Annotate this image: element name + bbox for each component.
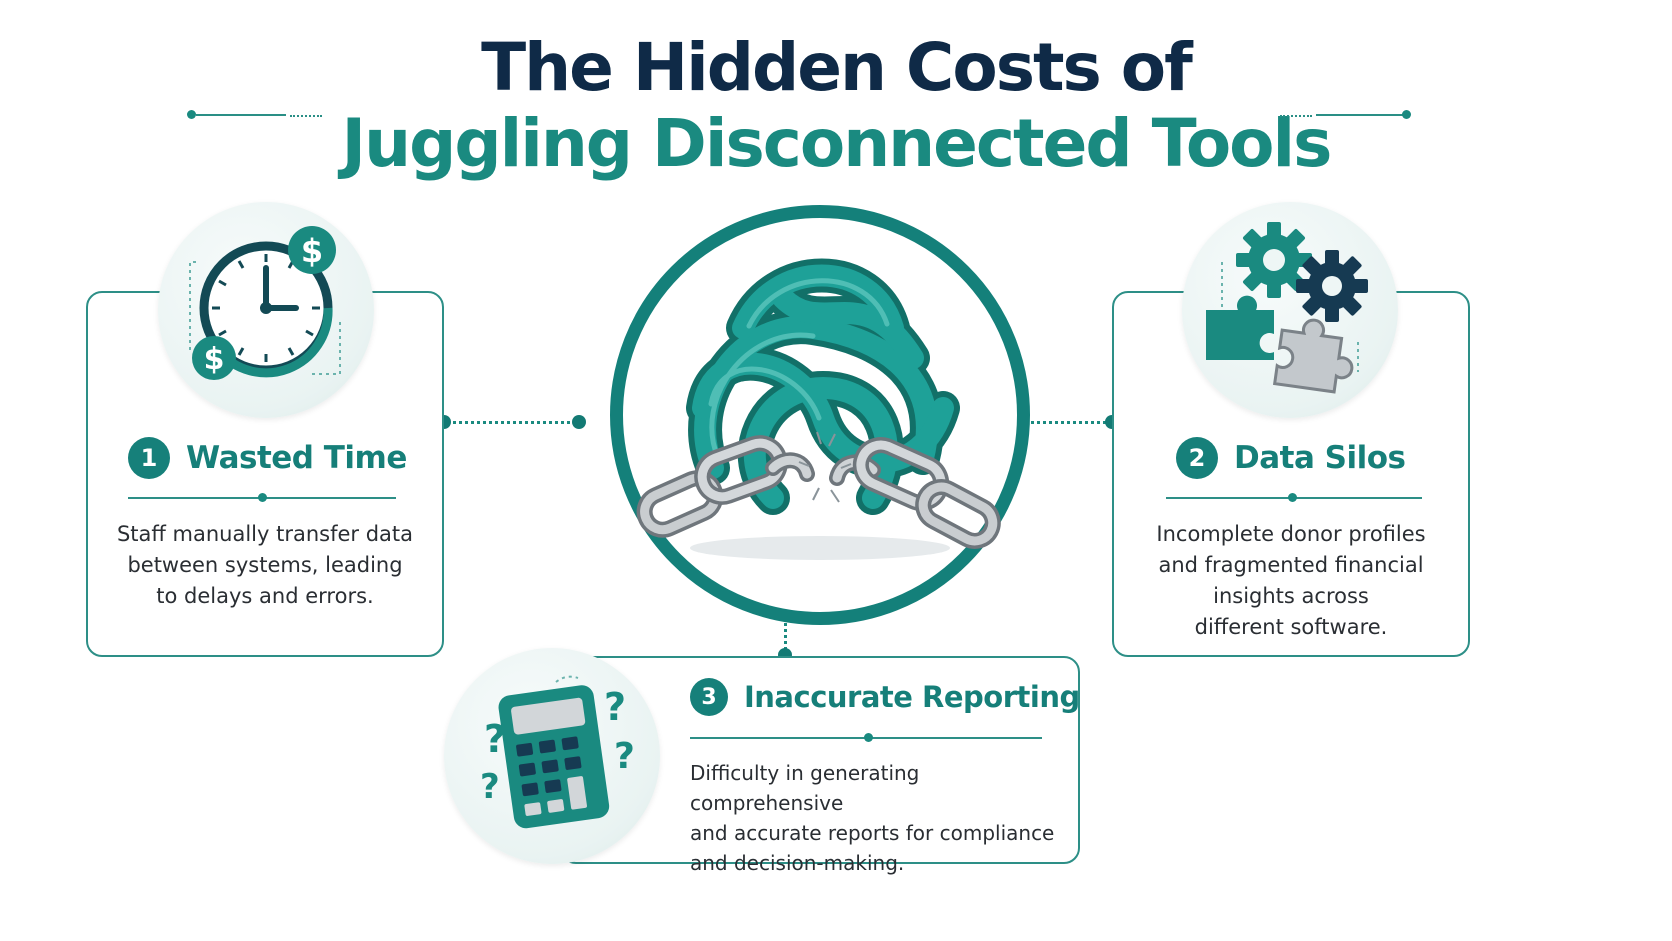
card-2-line-4: different software.: [1194, 615, 1388, 639]
card-1-icon-circle: $ $: [158, 202, 374, 418]
title-decor-dots-left: [290, 115, 322, 117]
card-2-header: 2 Data Silos: [1176, 437, 1406, 479]
tangled-broken-chain-icon: [636, 258, 1001, 560]
title-decor-dot-left: [187, 110, 196, 119]
question-mark-4: ?: [614, 736, 635, 777]
connector-node-left-inner: [572, 415, 586, 429]
question-mark-2: ?: [480, 767, 500, 807]
card-3-line-2: and accurate reports for compliance: [690, 821, 1055, 845]
card-1-title: Wasted Time: [186, 440, 407, 476]
card-3-description: Difficulty in generating comprehensive a…: [690, 758, 1070, 878]
card-1-header: 1 Wasted Time: [128, 437, 407, 479]
connector-right: [1000, 421, 1112, 424]
dollar-glyph-top: $: [301, 232, 323, 270]
center-ring: [610, 205, 1030, 625]
card-3-title: Inaccurate Reporting: [744, 680, 1080, 714]
card-1-number-badge: 1: [128, 437, 170, 479]
card-2-line-3: insights across: [1213, 584, 1369, 608]
card-3-number-badge: 3: [690, 678, 728, 716]
card-3-divider-dot: [864, 733, 873, 742]
gears-puzzle-icon: [1206, 222, 1368, 394]
card-3-line-1: Difficulty in generating comprehensive: [690, 761, 920, 815]
card-1-description: Staff manually transfer data between sys…: [100, 519, 430, 612]
card-2-description: Incomplete donor profiles and fragmented…: [1126, 519, 1456, 643]
card-3-icon-circle: ? ? ? ?: [444, 648, 660, 864]
card-3-line-3: and decision-making.: [690, 851, 905, 875]
card-3-header: 3 Inaccurate Reporting: [690, 678, 1080, 716]
title-line-2: Juggling Disconnected Tools: [341, 105, 1333, 182]
title-decor-dot-right: [1402, 110, 1411, 119]
card-2-icon-circle: [1182, 202, 1398, 418]
dollar-glyph-bottom: $: [204, 342, 225, 377]
page-title: The Hidden Costs of Juggling Disconnecte…: [0, 30, 1672, 182]
question-mark-3: ?: [604, 685, 626, 729]
card-1-line-3: to delays and errors.: [156, 584, 374, 608]
question-mark-1: ?: [484, 717, 506, 761]
title-decor-line-left: [196, 114, 286, 116]
card-2-divider-dot: [1288, 493, 1297, 502]
card-2-title: Data Silos: [1234, 440, 1406, 476]
card-1-line-2: between systems, leading: [127, 553, 403, 577]
card-1-divider-dot: [258, 493, 267, 502]
card-1-line-1: Staff manually transfer data: [116, 522, 414, 546]
calculator-question-icon: ? ? ? ?: [480, 675, 635, 829]
clock-dollar-icon: $ $: [189, 226, 341, 380]
title-line-1: The Hidden Costs of: [481, 29, 1193, 106]
card-2-number-badge: 2: [1176, 437, 1218, 479]
card-2-line-1: Incomplete donor profiles: [1156, 522, 1426, 546]
connector-left: [446, 421, 578, 424]
card-2-line-2: and fragmented financial: [1158, 553, 1424, 577]
title-decor-dots-right: [1280, 115, 1312, 117]
title-decor-line-right: [1316, 114, 1406, 116]
